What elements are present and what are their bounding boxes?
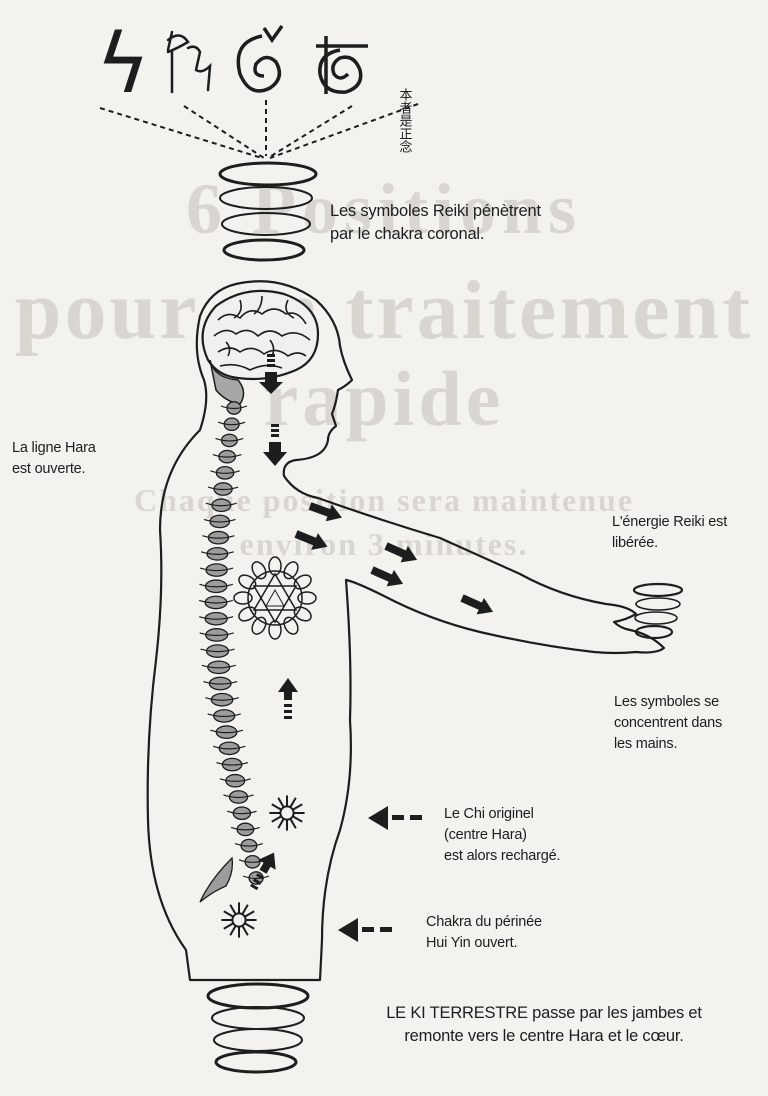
spiral-symbol-1: [238, 26, 282, 91]
hon-sha-ze-sho-nen-symbol: 本者是正念: [397, 88, 413, 153]
hara-line-label: La ligne Hara est ouverte.: [12, 438, 96, 480]
reiki-symbols: ϟ 本者是正念: [96, 17, 412, 153]
hara-line-label-line-1: La ligne Hara: [12, 438, 96, 459]
sei-he-ki-symbol: [168, 32, 210, 92]
hands-label-line-3: les mains.: [614, 734, 722, 755]
original-chi-label: Le Chi originel (centre Hara) est alors …: [444, 804, 560, 867]
crown-spiral: [220, 163, 316, 260]
heart-chakra: [234, 557, 316, 639]
crown-label-line-2: par le chakra coronal.: [330, 223, 541, 246]
crown-label-line-1: Les symboles Reiki pénètrent: [330, 200, 541, 223]
chi-label-line-1: Le Chi originel: [444, 804, 560, 825]
perineum-label-line-2: Hui Yin ouvert.: [426, 933, 542, 954]
torso-up-arrow: [278, 678, 298, 719]
energy-label-line-2: libérée.: [612, 533, 727, 554]
chi-label-line-2: (centre Hara): [444, 825, 560, 846]
earth-ki-label: LE KI TERRESTRE passe par les jambes et …: [326, 1002, 762, 1048]
neck-down-arrow: [263, 424, 287, 466]
hara-up-arrow: [245, 848, 283, 894]
perineum-chakra-label: Chakra du périnée Hui Yin ouvert.: [426, 912, 542, 954]
lightning-symbol: ϟ: [96, 17, 150, 112]
brain: [203, 291, 318, 404]
chi-label-line-3: est alors rechargé.: [444, 846, 560, 867]
earth-spiral: [208, 984, 308, 1072]
hands-label-line-2: concentrent dans: [614, 713, 722, 734]
hands-label-line-1: Les symboles se: [614, 692, 722, 713]
spinal-column: [199, 402, 269, 902]
perineum-pointer-arrow: [338, 918, 392, 942]
cho-ku-rei-symbol: [316, 36, 368, 94]
hand-spiral: [634, 584, 682, 638]
earth-ki-label-line-2: remonte vers le centre Hara et le cœur.: [326, 1025, 762, 1048]
earth-ki-label-line-1: LE KI TERRESTRE passe par les jambes et: [326, 1002, 762, 1025]
hara-line-label-line-2: est ouverte.: [12, 459, 96, 480]
chi-pointer-arrow: [368, 806, 422, 830]
perineum-label-line-1: Chakra du périnée: [426, 912, 542, 933]
hands-symbols-label: Les symboles se concentrent dans les mai…: [614, 692, 722, 755]
crown-chakra-label: Les symboles Reiki pénètrent par le chak…: [330, 200, 541, 246]
perineum-chakra-sun: [221, 902, 256, 937]
energy-released-label: L'énergie Reiki est libérée.: [612, 512, 727, 554]
energy-label-line-1: L'énergie Reiki est: [612, 512, 727, 533]
hara-center-sun: [269, 795, 304, 830]
